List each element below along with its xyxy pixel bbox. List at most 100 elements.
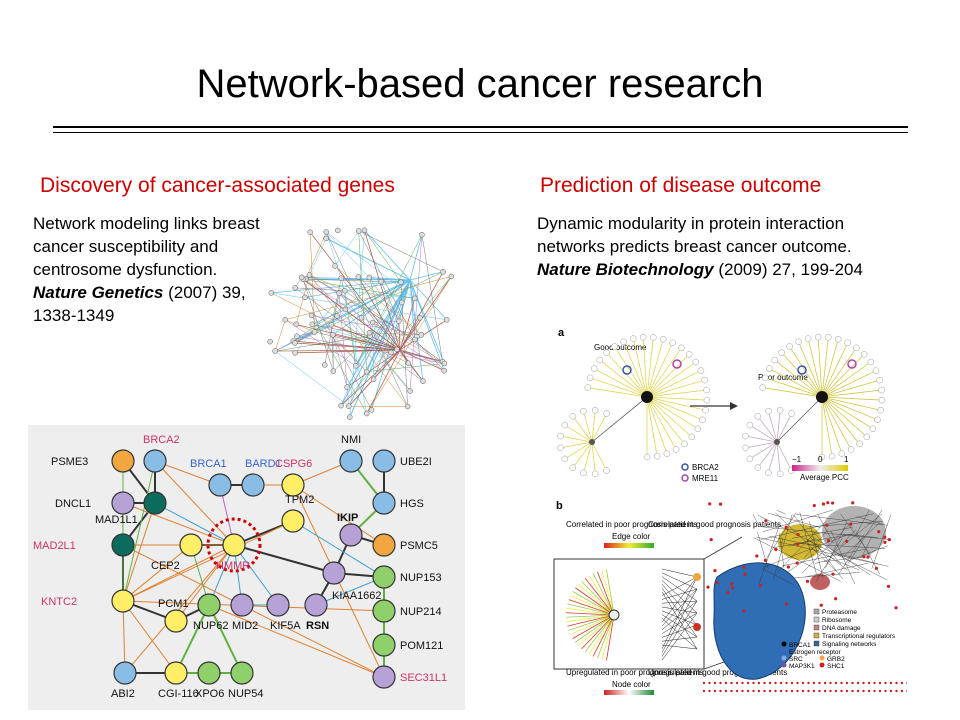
network-node [703, 386, 710, 394]
network-edge [572, 416, 593, 443]
network-node [586, 374, 594, 382]
gene-node-kiaa1662 [322, 561, 346, 585]
network-node [591, 470, 599, 478]
network-edge [801, 521, 853, 574]
network-node [831, 572, 835, 576]
dotted-row-node [845, 689, 849, 693]
network-edge [817, 337, 823, 398]
network-edge [570, 614, 615, 635]
network-edge [369, 277, 400, 322]
category-swatch-icon [813, 624, 820, 631]
network-edge [805, 562, 869, 578]
network-edge [373, 352, 392, 380]
network-edge [661, 600, 698, 657]
network-node [639, 333, 647, 341]
network-edge [331, 324, 401, 351]
network-edge [296, 323, 401, 351]
network-node [557, 432, 564, 440]
network-node [860, 351, 868, 358]
category-swatch-icon [813, 640, 820, 647]
dotted-row-node [834, 681, 838, 685]
network-edge [776, 441, 792, 471]
network-node [862, 555, 866, 559]
network-edge [326, 231, 408, 407]
network-edge [606, 352, 648, 398]
network-edge [305, 231, 327, 280]
network-edge [856, 516, 888, 526]
network-edge [358, 230, 416, 340]
network-node [342, 287, 348, 294]
slide-title: Network-based cancer research [196, 62, 764, 106]
dotted-row-node [829, 689, 832, 693]
network-node [344, 384, 350, 390]
dotted-row-node [746, 689, 750, 693]
network-edge [761, 526, 888, 540]
network-edge [364, 230, 402, 283]
network-node [580, 407, 587, 415]
network-node [742, 609, 746, 613]
network-node [877, 530, 881, 534]
legend-dot-icon [819, 655, 825, 661]
network-node [688, 433, 696, 441]
network-edge [661, 636, 698, 642]
network-edge [358, 230, 444, 273]
gene-node-mad1l1 [143, 491, 167, 515]
network-edge [122, 520, 294, 602]
network-edge [766, 512, 797, 559]
dotted-row-node [834, 689, 838, 693]
gene-node-cspg6 [281, 473, 305, 497]
edge-title-label: Edge color [612, 532, 651, 541]
network-node [361, 227, 368, 234]
network-node [591, 406, 599, 414]
category-label: DNA damage [822, 625, 861, 632]
network-edge [399, 271, 444, 351]
left-citation-line: centrosome dysfunction. [33, 260, 218, 279]
hub-node [816, 391, 828, 403]
network-edge [122, 502, 156, 602]
network-edge [871, 514, 892, 569]
right-journal-line: Nature Biotechnology (2009) 27, 199-204 [537, 258, 937, 281]
legend-item-label: SHC1 [827, 663, 845, 670]
network-edge [309, 274, 443, 362]
network-node [404, 403, 411, 410]
pcc-scale-label: Average PCC [800, 473, 849, 482]
network-node [441, 360, 448, 367]
network-node [302, 294, 308, 301]
network-node [346, 414, 353, 420]
network-node [826, 501, 830, 505]
gene-label-hmmr: HMMR [216, 560, 250, 572]
dotted-row-node [746, 681, 750, 685]
network-edge [346, 279, 411, 388]
network-edge [854, 509, 870, 537]
network-edge [776, 410, 781, 443]
network-edge [646, 370, 702, 398]
small-network-figure [267, 227, 455, 420]
network-edge [358, 276, 422, 336]
gene-node-nmi [339, 449, 363, 473]
network-node [786, 343, 793, 350]
network-edge [646, 361, 696, 398]
network-edge [295, 349, 401, 354]
dotted-row-node [856, 681, 860, 685]
dotted-row-node [790, 681, 794, 685]
network-edge [380, 281, 400, 322]
network-node [611, 343, 618, 350]
network-node [685, 351, 693, 358]
network-node [826, 539, 831, 543]
network-node [417, 315, 423, 321]
network-node [334, 313, 340, 319]
gene-label-kiaa1662: KIAA1662 [332, 590, 382, 602]
network-edge [591, 413, 607, 443]
network-node [629, 335, 637, 342]
network-node [776, 406, 784, 414]
network-edge [646, 396, 703, 421]
network-edge [361, 279, 411, 319]
network-edge [661, 618, 698, 650]
network-node [293, 321, 299, 328]
dotted-row-node [884, 689, 887, 693]
network-edge [292, 520, 385, 578]
network-node [788, 410, 795, 417]
gene-label-brca1: BRCA1 [190, 458, 227, 470]
network-node [355, 274, 362, 280]
network-node [561, 455, 569, 463]
